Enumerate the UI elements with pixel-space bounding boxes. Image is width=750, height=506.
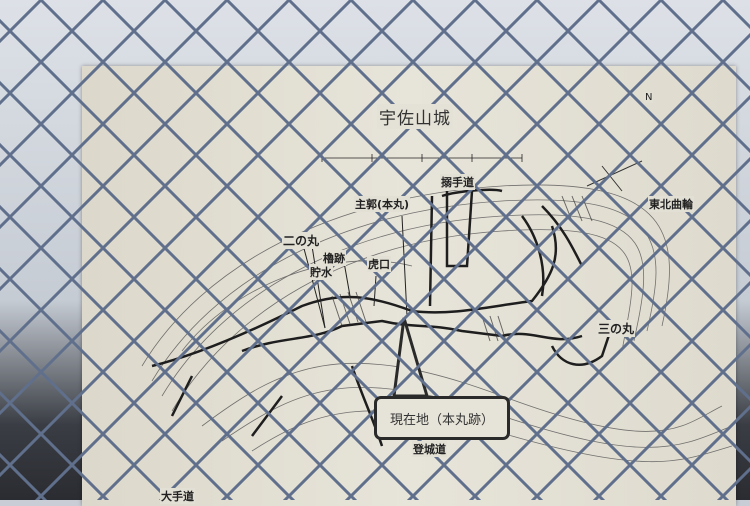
current-location-callout: 現在地（本丸跡） xyxy=(374,396,510,440)
label-chosui: 貯水 xyxy=(309,264,333,280)
scale-bar xyxy=(321,154,523,162)
label-shukaku: 主郭(本丸) xyxy=(354,196,411,212)
sign-title: 宇佐山城 xyxy=(377,104,453,129)
label-ninomaru: 二の丸 xyxy=(282,232,321,249)
map-drawing xyxy=(141,154,733,463)
label-sannomaru: 三の丸 xyxy=(597,320,636,337)
label-tojo: 登城道 xyxy=(412,441,447,457)
label-koguchi: 虎口 xyxy=(367,256,391,272)
callout-pointer xyxy=(392,317,430,398)
label-tohoku: 東北曲輪 xyxy=(648,196,694,212)
current-location-text: 現在地（本丸跡） xyxy=(389,412,494,428)
label-ote: 大手道 xyxy=(160,488,195,504)
compass-icon xyxy=(586,160,643,192)
label-karamete: 搦手道 xyxy=(440,174,475,190)
compass-label: N xyxy=(644,92,654,103)
castle-map-sign: 宇佐山城 xyxy=(82,66,736,506)
